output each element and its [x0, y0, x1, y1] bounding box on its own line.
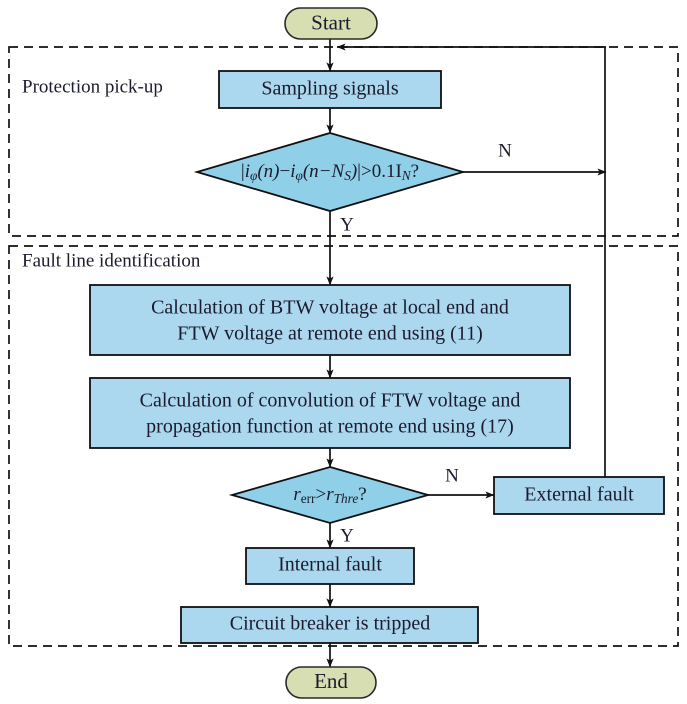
- external-fault-label: External fault: [524, 484, 634, 506]
- expr-minus1: −: [280, 161, 291, 182]
- end-shape: [285, 666, 377, 699]
- calc-btw-line1: Calculation of BTW voltage at local end …: [151, 297, 509, 319]
- fault-decision-shape: [228, 466, 432, 524]
- expr-question: ?: [411, 161, 419, 182]
- circuit-breaker-label: Circuit breaker is tripped: [230, 613, 431, 635]
- pickup-decision-label: |iφ(n)−iφ(n−NS)|>0.1IN?: [241, 161, 419, 183]
- circuit-breaker-shape: [180, 606, 479, 644]
- expr-n2-sub: S: [344, 168, 351, 183]
- node-start[interactable]: Start: [284, 7, 378, 40]
- expr-operator: >: [361, 161, 372, 182]
- node-fault-decision[interactable]: rerr>rThre?: [228, 466, 432, 524]
- node-calc-convolution[interactable]: Calculation of convolution of FTW voltag…: [89, 377, 571, 449]
- calc-btw-line2: FTW voltage at remote end using (11): [177, 323, 482, 345]
- internal-fault-shape: [245, 547, 415, 585]
- expr-threshold-sub: N: [401, 168, 412, 183]
- branch-label-pickup-yes: Y: [340, 214, 354, 235]
- expr-i1: i: [245, 161, 250, 182]
- rthre-r: r: [326, 484, 334, 505]
- rthre-sub: Thre: [334, 491, 359, 506]
- end-label: End: [314, 669, 348, 693]
- expr-bar-close: |: [357, 161, 361, 182]
- node-calc-btw[interactable]: Calculation of BTW voltage at local end …: [89, 284, 571, 356]
- rthre-question: ?: [358, 484, 366, 505]
- start-label: Start: [311, 10, 351, 34]
- node-end[interactable]: End: [285, 666, 377, 699]
- group-frame-fault-identification: [8, 245, 679, 647]
- fault-decision-label: rerr>rThre?: [293, 484, 366, 506]
- sampling-label: Sampling signals: [261, 78, 398, 100]
- node-internal-fault[interactable]: Internal fault: [245, 547, 415, 585]
- node-pickup-decision[interactable]: |iφ(n)−iφ(n−NS)|>0.1IN?: [193, 132, 467, 212]
- expr-n2: (n−N: [303, 161, 346, 182]
- expr-threshold: 0.1I: [372, 161, 402, 182]
- rerr-operator: >: [315, 484, 326, 505]
- group-label-protection-pickup: Protection pick-up: [22, 76, 163, 97]
- node-sampling-signals[interactable]: Sampling signals: [218, 70, 442, 109]
- branch-label-pickup-no: N: [498, 140, 512, 161]
- sampling-shape: [218, 70, 442, 109]
- rerr-r: r: [293, 484, 301, 505]
- pickup-decision-shape: [193, 132, 467, 212]
- branch-label-fault-yes: Y: [340, 525, 354, 546]
- group-label-fault-identification: Fault line identification: [22, 250, 201, 271]
- expr-bar-open: |: [241, 161, 245, 182]
- internal-fault-label: Internal fault: [278, 554, 382, 576]
- calc-convolution-line2: propagation function at remote end using…: [146, 416, 514, 438]
- rerr-sub: err: [301, 491, 316, 506]
- node-circuit-breaker[interactable]: Circuit breaker is tripped: [180, 606, 479, 644]
- expr-n1: (n): [257, 161, 279, 182]
- calc-convolution-line1: Calculation of convolution of FTW voltag…: [140, 390, 521, 412]
- calc-convolution-shape: [89, 377, 571, 449]
- expr-i2-sub: φ: [296, 168, 303, 183]
- node-external-fault[interactable]: External fault: [493, 476, 665, 515]
- start-shape: [284, 7, 378, 40]
- calc-btw-shape: [89, 284, 571, 356]
- expr-i1-sub: φ: [250, 168, 257, 183]
- expr-i2: i: [290, 161, 295, 182]
- external-fault-shape: [493, 476, 665, 515]
- branch-label-fault-no: N: [445, 465, 459, 486]
- expr-n2-close: ): [350, 161, 357, 182]
